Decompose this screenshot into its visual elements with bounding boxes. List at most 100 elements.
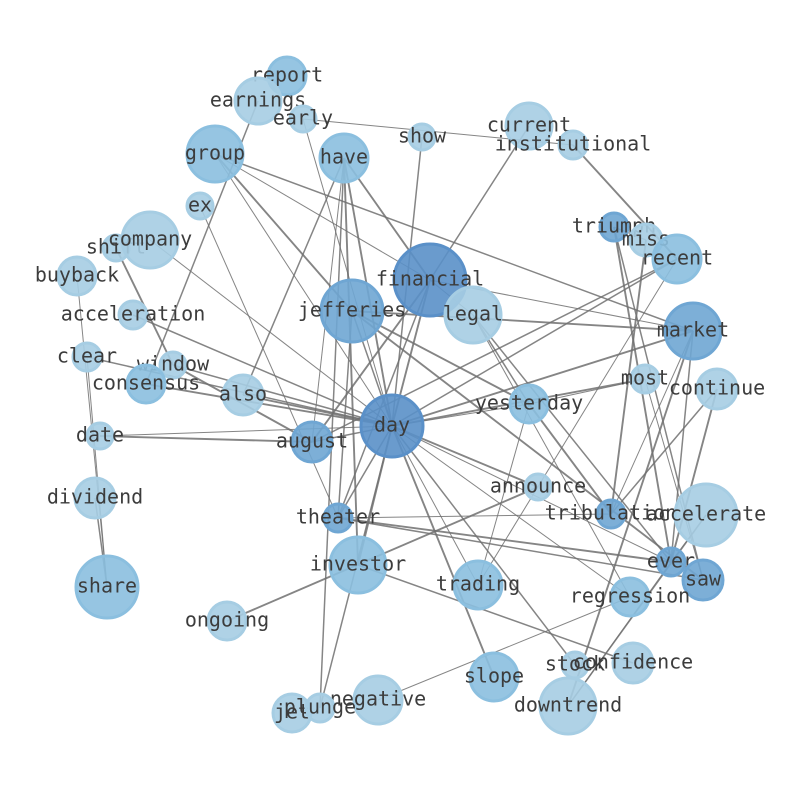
node-current: current: [487, 101, 571, 151]
node-circle-window: [158, 350, 188, 380]
node-label-regression: regression: [570, 584, 690, 608]
node-label-group: group: [185, 141, 245, 165]
node-circle-also: [221, 373, 265, 417]
node-label-clear: clear: [57, 344, 117, 368]
node-circle-clear: [71, 341, 103, 373]
edge-yesterday-tribulation: [528, 403, 612, 515]
node-trading: trading: [436, 559, 520, 611]
edge-theater-saw: [337, 517, 704, 581]
edge-day-regression: [391, 425, 631, 598]
node-most: most: [621, 363, 669, 395]
edge-acceleration-day: [132, 314, 393, 427]
edge-yesterday-trading: [477, 403, 530, 586]
node-label-plunge: plunge: [284, 695, 356, 719]
node-accelerate: accelerate: [646, 482, 766, 548]
node-label-day: day: [374, 413, 410, 437]
edge-yesterday-jefferies: [351, 310, 530, 405]
edge-theater-ever: [337, 517, 672, 563]
edge-legal-regression: [472, 314, 631, 598]
node-label-saw: saw: [685, 567, 722, 591]
edge-have-investor: [343, 157, 359, 566]
node-label-show: show: [398, 124, 447, 148]
node-recent: recent: [641, 233, 713, 285]
node-early: early: [273, 104, 333, 134]
node-circle-yesterday: [508, 383, 550, 425]
edge-miss-tribulation: [610, 239, 647, 515]
node-circle-report: [266, 55, 308, 97]
node-label-earnings: earnings: [210, 88, 306, 112]
edge-market-jefferies: [351, 310, 694, 332]
edge-market-downtrend: [567, 330, 694, 707]
node-circle-market: [663, 301, 723, 361]
edge-have-plunge: [319, 157, 345, 709]
edge-continue-tribulation: [610, 388, 718, 515]
node-clear: clear: [57, 341, 117, 373]
node-circle-date: [85, 421, 115, 451]
node-group: group: [185, 124, 245, 184]
node-window: window: [137, 350, 210, 380]
edge-day-consensus: [145, 383, 393, 427]
node-circle-slope: [468, 651, 520, 703]
node-label-recent: recent: [641, 246, 713, 270]
node-label-negative: negative: [330, 687, 426, 711]
node-circle-triumph: [598, 211, 630, 243]
node-circle-ex: [185, 191, 215, 221]
edge-legal-ever: [472, 314, 672, 563]
node-label-have: have: [320, 145, 368, 169]
node-circle-early: [288, 104, 318, 134]
node-label-announce: announce: [490, 474, 586, 498]
node-regression: regression: [570, 576, 690, 618]
node-circle-share: [74, 554, 140, 620]
node-circle-dividend: [73, 476, 117, 520]
node-circle-institutional: [557, 129, 589, 161]
node-circle-legal: [443, 285, 503, 345]
edge-day-date: [99, 425, 393, 437]
edge-clear-share: [86, 356, 108, 588]
node-circle-group: [185, 124, 245, 184]
node-circle-trading: [452, 559, 504, 611]
node-jefferies: jefferies: [298, 278, 406, 344]
edge-day-window: [172, 364, 393, 427]
node-circle-buyback: [56, 255, 98, 297]
node-label-august: august: [276, 429, 348, 453]
node-saw: saw: [681, 558, 725, 602]
node-label-slope: slope: [464, 664, 524, 688]
node-negative: negative: [330, 674, 426, 726]
node-downtrend: downtrend: [514, 676, 622, 736]
node-label-confidence: confidence: [573, 650, 693, 674]
node-legal: legal: [443, 285, 503, 345]
node-circle-ongoing: [206, 600, 248, 642]
node-label-most: most: [621, 366, 669, 390]
edge-jefferies-theater: [337, 310, 353, 519]
node-circle-recent: [651, 233, 703, 285]
node-circle-downtrend: [538, 676, 598, 736]
node-theater: theater: [296, 502, 380, 534]
node-circle-company: [120, 210, 180, 270]
node-label-company: company: [108, 227, 192, 251]
node-circle-financial: [392, 242, 468, 318]
node-label-yesterday: yesterday: [475, 391, 583, 415]
node-label-date: date: [76, 423, 124, 447]
node-circle-investor: [328, 535, 388, 595]
node-slope: slope: [464, 651, 524, 703]
node-label-tribulation: tribulation: [545, 501, 677, 525]
node-label-continue: continue: [669, 376, 765, 400]
node-label-share: share: [77, 574, 137, 598]
node-market: market: [657, 301, 729, 361]
node-acceleration: acceleration: [61, 299, 205, 331]
node-circle-day: [359, 393, 425, 459]
node-label-dividend: dividend: [47, 485, 143, 509]
node-august: august: [276, 420, 348, 464]
node-circle-earnings: [233, 76, 283, 126]
edge-jefferies-saw: [351, 310, 704, 581]
node-label-current: current: [487, 113, 571, 137]
node-consensus: consensus: [92, 363, 200, 405]
node-circle-confidence: [611, 641, 655, 685]
node-circle-continue: [695, 367, 739, 411]
node-circle-negative: [352, 674, 404, 726]
node-circle-show: [407, 122, 437, 152]
edge-day-group: [214, 153, 393, 427]
edge-day-slope: [391, 425, 495, 678]
